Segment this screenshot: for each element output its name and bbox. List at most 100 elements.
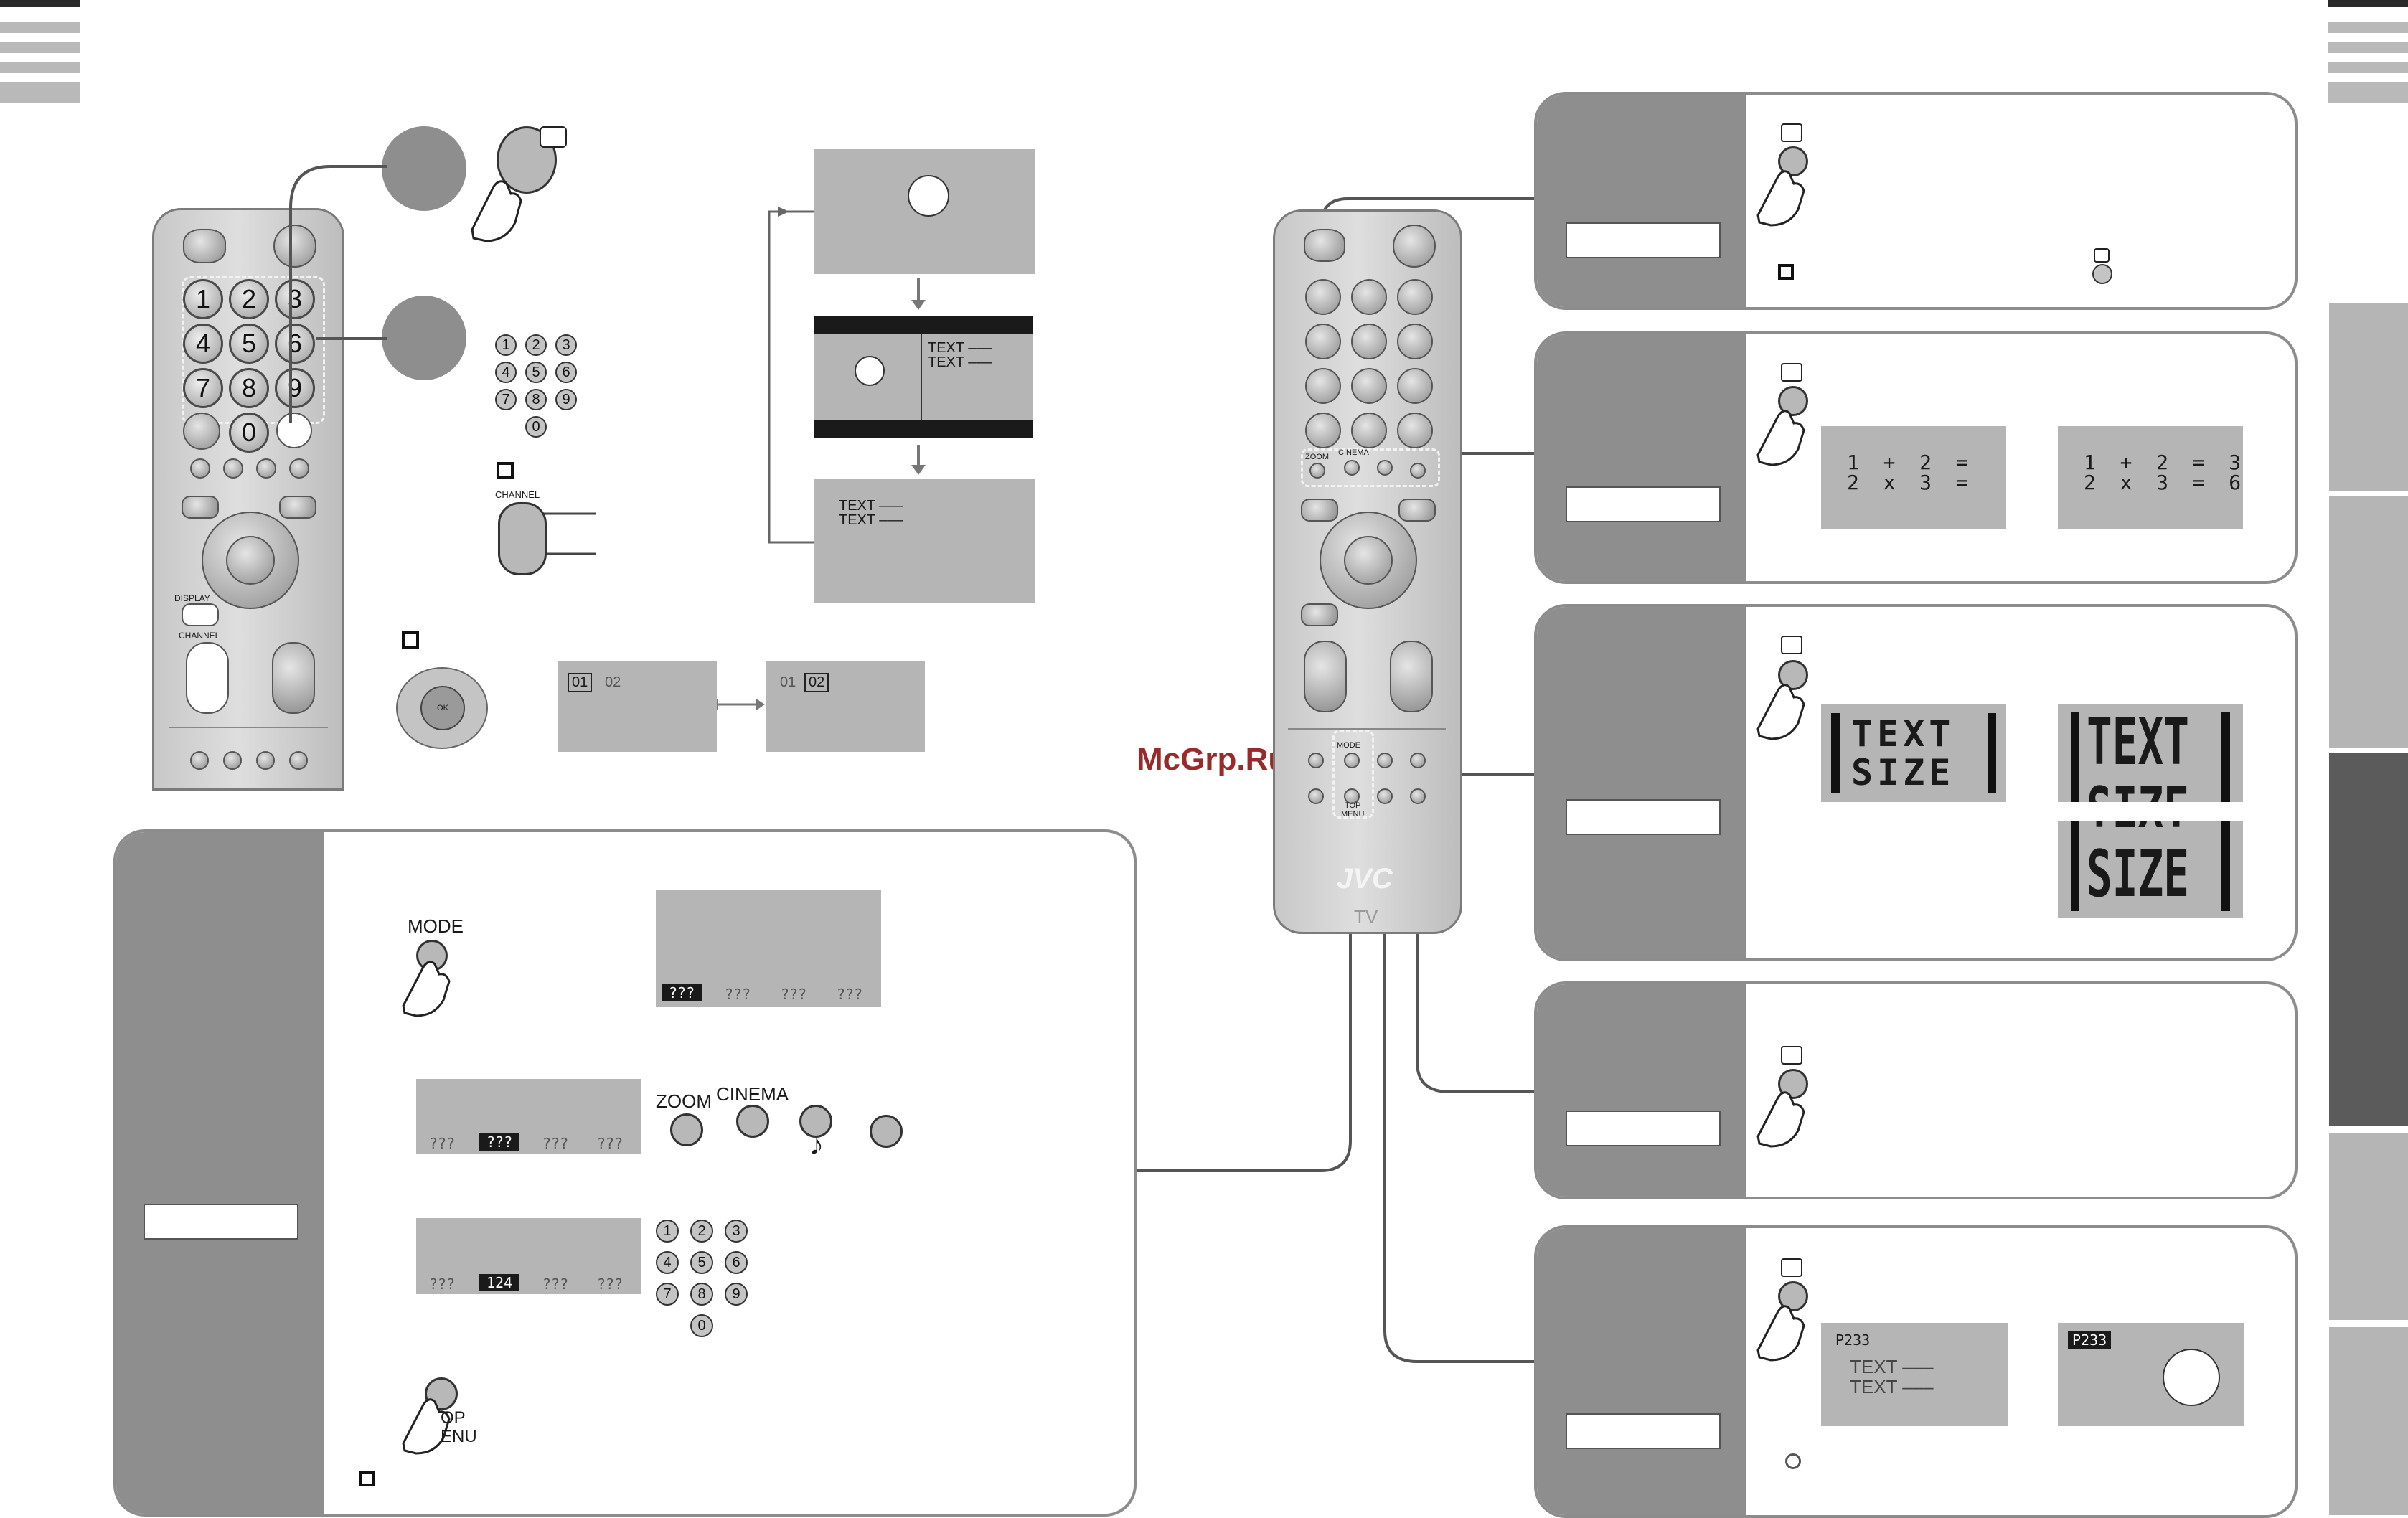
key-9[interactable]: 9: [275, 368, 315, 408]
top-menu-button-icon[interactable]: [425, 1377, 458, 1410]
corner-stripe: [0, 62, 80, 73]
numpad-key-5[interactable]: 5: [525, 362, 547, 383]
numpad-key-3[interactable]: 3: [555, 334, 577, 356]
standby-button[interactable]: [183, 229, 226, 263]
number-button[interactable]: [1351, 279, 1387, 315]
cinema-button-icon[interactable]: [736, 1105, 769, 1138]
number-button[interactable]: [1305, 368, 1341, 404]
channel-rocker[interactable]: [186, 642, 229, 714]
small-button[interactable]: [256, 751, 275, 770]
number-button[interactable]: [1305, 412, 1341, 448]
small-button[interactable]: [190, 751, 209, 770]
zoom-button[interactable]: [1309, 463, 1325, 478]
equation-line-1: 1 + 2 =: [1847, 451, 1968, 474]
standby-button[interactable]: [1304, 229, 1345, 262]
small-button[interactable]: [223, 751, 242, 770]
numpad-key-6[interactable]: 6: [725, 1251, 748, 1274]
index-button[interactable]: [1308, 788, 1324, 804]
volume-rocker[interactable]: [272, 642, 315, 714]
numpad-key-3[interactable]: 3: [725, 1220, 748, 1243]
number-button[interactable]: [1397, 412, 1433, 448]
numpad-key-4[interactable]: 4: [656, 1251, 679, 1274]
hold-icon: [1781, 1046, 1802, 1065]
cinema-button[interactable]: [1344, 460, 1360, 476]
watermark: McGrp.Ru: [1137, 742, 1288, 777]
number-button[interactable]: [1351, 412, 1387, 448]
menu-button[interactable]: [182, 496, 219, 519]
key-1[interactable]: 1: [183, 279, 223, 319]
number-button[interactable]: [1397, 324, 1433, 359]
numpad-key-6[interactable]: 6: [555, 362, 577, 383]
recall-button[interactable]: [183, 412, 220, 450]
ok-button-icon[interactable]: OK: [420, 686, 465, 730]
numpad-key-5[interactable]: 5: [690, 1251, 713, 1274]
section-tab[interactable]: [2329, 303, 2408, 491]
numpad-key-1[interactable]: 1: [656, 1220, 679, 1243]
text-button[interactable]: [276, 412, 312, 448]
numpad-key-8[interactable]: 8: [690, 1283, 713, 1306]
top-menu-button[interactable]: [1344, 788, 1360, 804]
numpad-key-7[interactable]: 7: [495, 389, 517, 410]
sound-button[interactable]: [1410, 463, 1426, 478]
zoom-button-icon[interactable]: [670, 1113, 703, 1146]
volume-rocker[interactable]: [1390, 641, 1433, 712]
key-4[interactable]: 4: [183, 324, 223, 364]
menu-button[interactable]: [1398, 499, 1436, 522]
key-5[interactable]: 5: [229, 324, 269, 364]
number-button[interactable]: [1351, 324, 1387, 359]
numpad-key-4[interactable]: 4: [495, 362, 517, 383]
numpad-key-8[interactable]: 8: [525, 389, 547, 410]
section-tab-active[interactable]: [2329, 753, 2408, 1126]
cancel-button[interactable]: [1377, 788, 1393, 804]
section-tab[interactable]: [2329, 1133, 2408, 1320]
picture-mode-button-icon[interactable]: [799, 1105, 832, 1138]
numpad-key-1[interactable]: 1: [495, 334, 517, 356]
numpad-key-2[interactable]: 2: [690, 1220, 713, 1243]
number-button[interactable]: [1305, 279, 1341, 315]
key-2[interactable]: 2: [229, 279, 269, 319]
nav-pad-icon[interactable]: OK: [396, 667, 488, 749]
navigation-ring[interactable]: [202, 512, 299, 609]
numpad-key-0[interactable]: 0: [690, 1314, 713, 1337]
menu-button[interactable]: [279, 496, 316, 519]
power-button[interactable]: [1393, 225, 1436, 268]
channel-rocker-icon[interactable]: [498, 502, 547, 575]
mode-button[interactable]: [1344, 753, 1360, 768]
reveal-button[interactable]: [1377, 753, 1393, 768]
picture-mode-button[interactable]: [1377, 460, 1393, 476]
section-tab[interactable]: [2329, 496, 2408, 748]
number-button[interactable]: [1397, 279, 1433, 315]
number-button[interactable]: [1305, 324, 1341, 359]
stop-button-icon[interactable]: [1778, 1281, 1808, 1311]
size-button[interactable]: [1410, 753, 1426, 768]
small-button[interactable]: [289, 458, 309, 478]
number-button[interactable]: [1397, 368, 1433, 404]
numpad-key-9[interactable]: 9: [555, 389, 577, 410]
numpad-key-0[interactable]: 0: [525, 416, 547, 438]
play-button-icon[interactable]: [1778, 386, 1808, 416]
power-button[interactable]: [273, 225, 316, 268]
ok-button[interactable]: [226, 536, 275, 585]
display-button[interactable]: [182, 603, 219, 626]
menu-button[interactable]: [1301, 499, 1338, 522]
numpad-key-7[interactable]: 7: [656, 1283, 679, 1306]
key-6[interactable]: 6: [275, 324, 315, 364]
channel-rocker[interactable]: [1304, 641, 1347, 712]
small-button[interactable]: [190, 458, 210, 478]
sound-button-icon[interactable]: [870, 1115, 903, 1148]
small-button[interactable]: [223, 458, 243, 478]
key-0[interactable]: 0: [229, 412, 269, 453]
ok-button[interactable]: [1344, 536, 1393, 585]
numpad-key-9[interactable]: 9: [725, 1283, 748, 1306]
small-button[interactable]: [289, 751, 308, 770]
small-button[interactable]: [256, 458, 276, 478]
hold-button[interactable]: [1410, 788, 1426, 804]
numpad-key-2[interactable]: 2: [525, 334, 547, 356]
key-7[interactable]: 7: [183, 368, 223, 408]
number-button[interactable]: [1351, 368, 1387, 404]
teletext-icon: [540, 126, 567, 148]
text-function-button[interactable]: [1308, 753, 1324, 768]
key-8[interactable]: 8: [229, 368, 269, 408]
section-tab[interactable]: [2329, 1327, 2408, 1515]
display-button[interactable]: [1301, 603, 1338, 626]
